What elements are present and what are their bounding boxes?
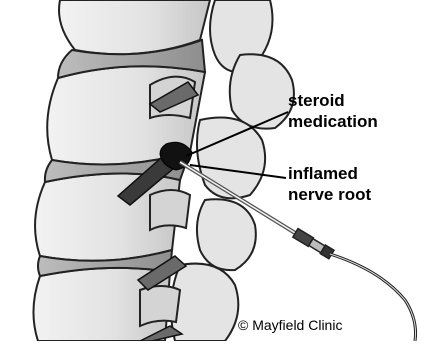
label-line: medication	[288, 111, 378, 132]
label-line: steroid	[288, 90, 378, 111]
facet-2	[197, 118, 265, 199]
label-line: inflamed	[288, 163, 371, 184]
copyright-credit: © Mayfield Clinic	[238, 317, 342, 333]
facet-3	[171, 264, 238, 341]
lamina-2	[197, 199, 256, 270]
label-line: nerve root	[288, 184, 371, 205]
lamina-1	[230, 54, 294, 128]
label-steroid-medication: steroid medication	[288, 90, 378, 132]
label-inflamed-nerve-root: inflamed nerve root	[288, 163, 371, 205]
